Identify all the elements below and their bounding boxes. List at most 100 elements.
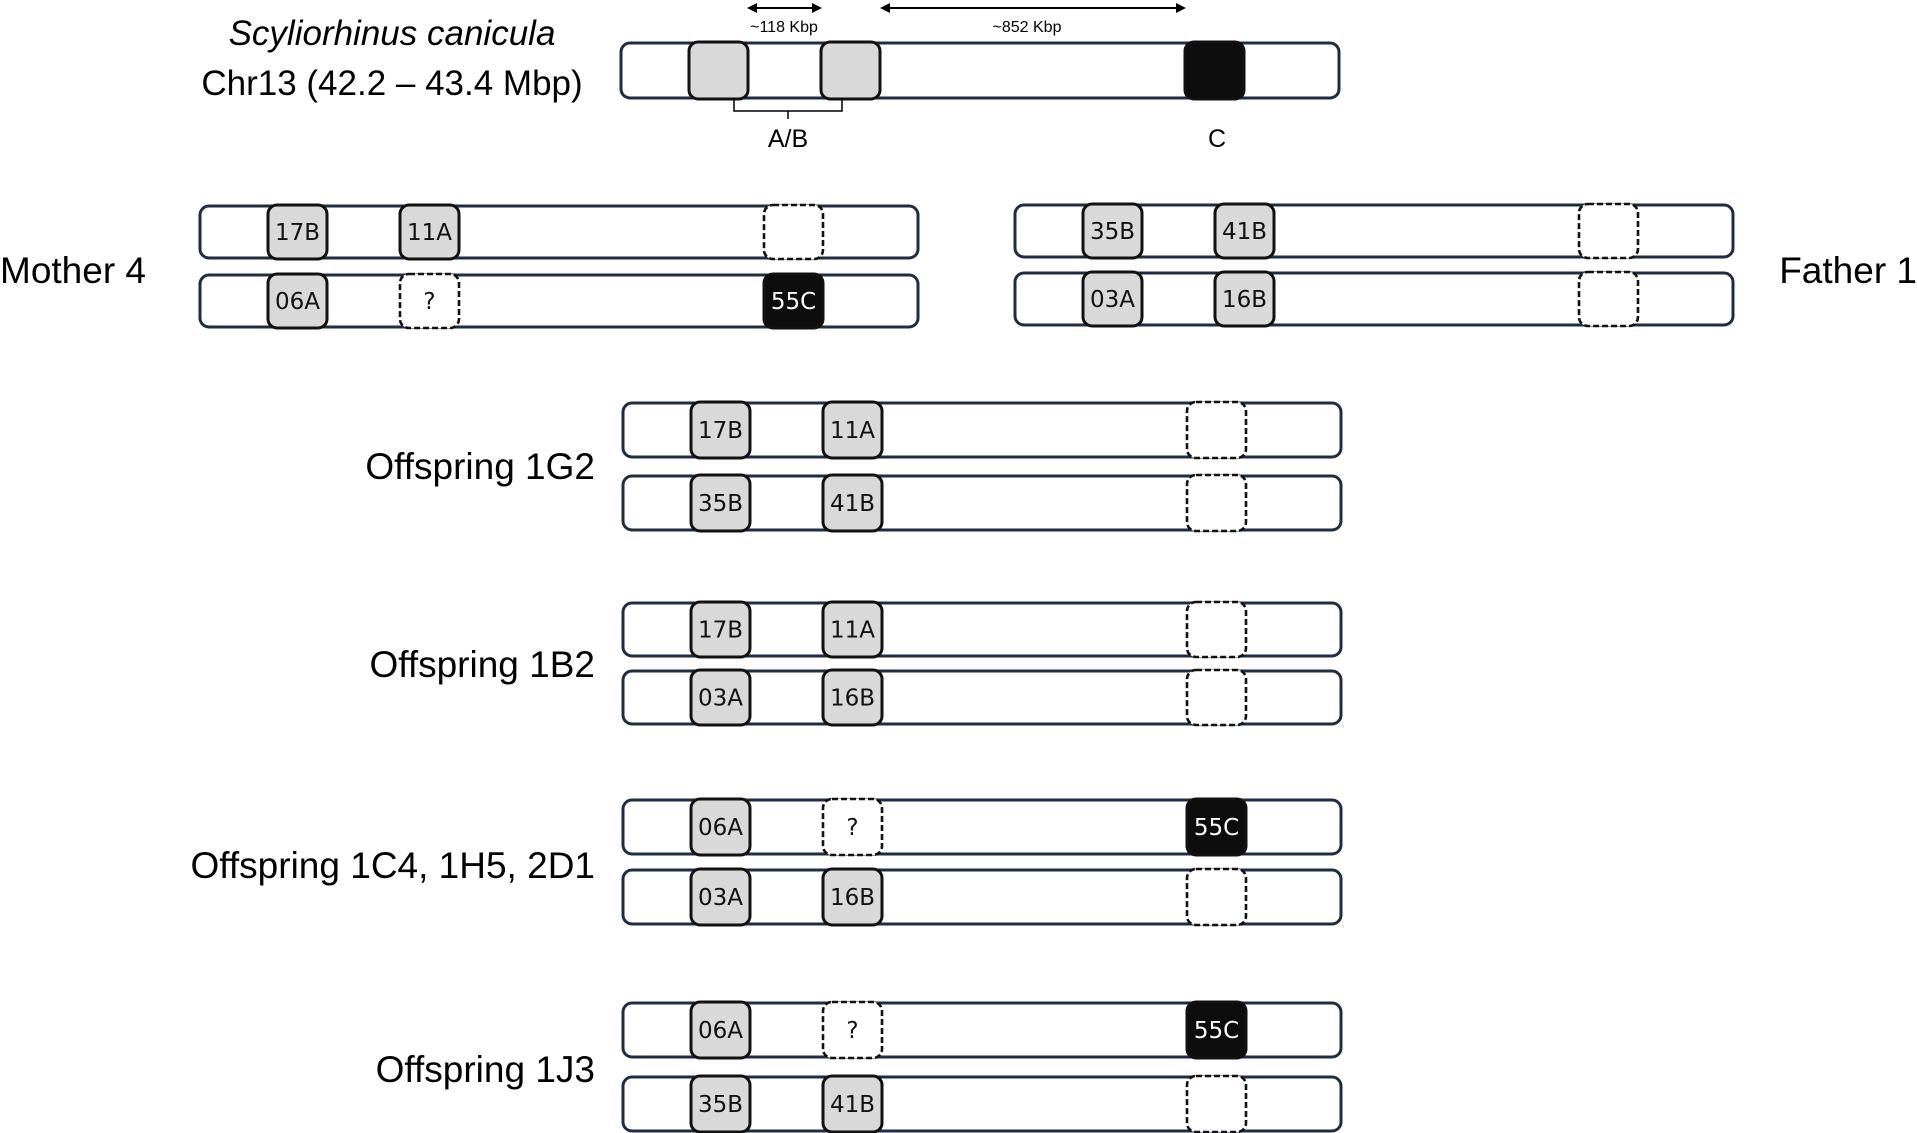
- chromosome-bar: [621, 798, 1343, 856]
- region-label: Chr13 (42.2 – 43.4 Mbp): [201, 64, 582, 103]
- allele-box-c: [762, 203, 825, 261]
- allele-label: 06A: [275, 289, 320, 315]
- chromosome-bar: [621, 1001, 1343, 1059]
- allele-label: 55C: [1194, 1018, 1239, 1044]
- chromosome-bar: [621, 669, 1343, 726]
- chromosome-bar: [621, 868, 1343, 926]
- haplotype-1: 35B 41B: [1013, 202, 1735, 260]
- allele-box-a: [689, 400, 752, 460]
- allele-box-a: [266, 272, 329, 330]
- chromosome-bar: [621, 601, 1343, 658]
- allele-label: ?: [846, 1018, 858, 1044]
- chromosome-bar: [198, 273, 920, 329]
- allele-label: 41B: [830, 1092, 875, 1118]
- allele-label: 35B: [698, 1092, 743, 1118]
- allele-box-a: [689, 867, 752, 927]
- allele-box-c: [762, 272, 825, 330]
- chromosome-bar: [1013, 271, 1735, 327]
- allele-box-b: [821, 1000, 884, 1060]
- allele-box-b: [819, 40, 882, 101]
- allele-box-c: [1185, 668, 1248, 727]
- allele-label: 41B: [830, 491, 875, 517]
- allele-label: 17B: [275, 220, 320, 246]
- chromosome-bar: [1013, 203, 1735, 259]
- distance-ab-label: ~118 Kbp: [750, 19, 818, 36]
- allele-box-a: [689, 668, 752, 727]
- allele-box-b: [821, 600, 884, 659]
- offspring-name: Offspring 1B2: [369, 644, 595, 685]
- allele-box-b: [821, 797, 884, 857]
- ab-bracket: [733, 98, 843, 119]
- offspring-entry: Offspring 1B2 17B 11A 03A 16B: [369, 600, 1343, 727]
- haplotype-1: 06A?55C: [621, 797, 1343, 857]
- allele-box-a: [689, 1000, 752, 1060]
- allele-label: 17B: [698, 618, 743, 644]
- allele-box-a: [689, 600, 752, 659]
- parent-name: Father 1: [1779, 250, 1917, 291]
- offspring-name: Offspring 1J3: [376, 1049, 595, 1090]
- allele-label: 06A: [698, 815, 743, 841]
- allele-label: 41B: [1222, 219, 1267, 245]
- parent-father: Father 1 35B 41B 03A 16B: [1013, 202, 1917, 328]
- haplotype-2: 03A 16B: [621, 867, 1343, 927]
- chromosome-bar: [621, 1075, 1343, 1133]
- reference-chromosome: [619, 40, 1341, 101]
- allele-label: 16B: [830, 686, 875, 712]
- allele-box-c: [1577, 270, 1640, 328]
- allele-box-a: [266, 203, 329, 261]
- allele-label: 06A: [698, 1018, 743, 1044]
- allele-box-b: [398, 272, 461, 330]
- parent-mother: Mother 4 17B 11A 06A?55C: [0, 203, 920, 330]
- haplotype-1: 17B 11A: [198, 203, 920, 261]
- allele-box-b: [1213, 202, 1276, 260]
- allele-label: 16B: [830, 885, 875, 911]
- haplotype-1: 06A? 55C: [621, 1000, 1343, 1060]
- allele-box-a: [689, 473, 752, 533]
- chromosome-bar: [621, 401, 1343, 459]
- allele-box-a: [687, 40, 750, 101]
- parent-name: Mother 4: [0, 250, 146, 291]
- allele-box-b: [821, 668, 884, 727]
- allele-label: 55C: [771, 289, 816, 315]
- allele-box-b: [398, 203, 461, 261]
- allele-box-c: [1185, 867, 1248, 927]
- reference-header: Scyliorhinus canicula Chr13 (42.2 – 43.4…: [201, 3, 1341, 153]
- allele-box-c: [1577, 202, 1640, 260]
- allele-label: 03A: [1090, 287, 1135, 313]
- allele-box-c: [1185, 400, 1248, 460]
- allele-box-a: [1081, 202, 1144, 260]
- chromosome-bar: [621, 474, 1343, 532]
- distance-bc-label: ~852 Kbp: [993, 19, 1062, 36]
- allele-box-b: [1213, 270, 1276, 328]
- allele-box-b: [821, 867, 884, 927]
- allele-box-c: [1185, 1000, 1248, 1060]
- allele-box-a: [689, 797, 752, 857]
- offspring-name: Offspring 1G2: [365, 446, 595, 487]
- allele-box-b: [821, 1074, 884, 1133]
- allele-label: 16B: [1222, 287, 1267, 313]
- offspring-entry: Offspring 1J3 06A? 55C 35B 41B: [376, 1000, 1343, 1133]
- allele-box-a: [1081, 270, 1144, 328]
- allele-box-c: [1185, 797, 1248, 857]
- allele-box-b: [821, 400, 884, 460]
- allele-label: 03A: [698, 885, 743, 911]
- chromosome-bar: [198, 204, 920, 260]
- haplotype-1: 17B 11A: [621, 600, 1343, 659]
- allele-label: 03A: [698, 686, 743, 712]
- allele-label: 11A: [830, 618, 875, 644]
- allele-box-a: [689, 1074, 752, 1133]
- allele-box-c: [1185, 473, 1248, 533]
- allele-box-c: [1183, 40, 1246, 101]
- reference-chromosome-bar: [619, 40, 1341, 101]
- haplotype-2: 06A?55C: [198, 272, 920, 330]
- locus-ab-label: A/B: [768, 125, 808, 153]
- allele-label: 11A: [407, 220, 452, 246]
- allele-label: 35B: [1090, 219, 1135, 245]
- parents-group: Mother 4 17B 11A 06A?55C Father 1 35B 41B 03A 16…: [0, 202, 1917, 330]
